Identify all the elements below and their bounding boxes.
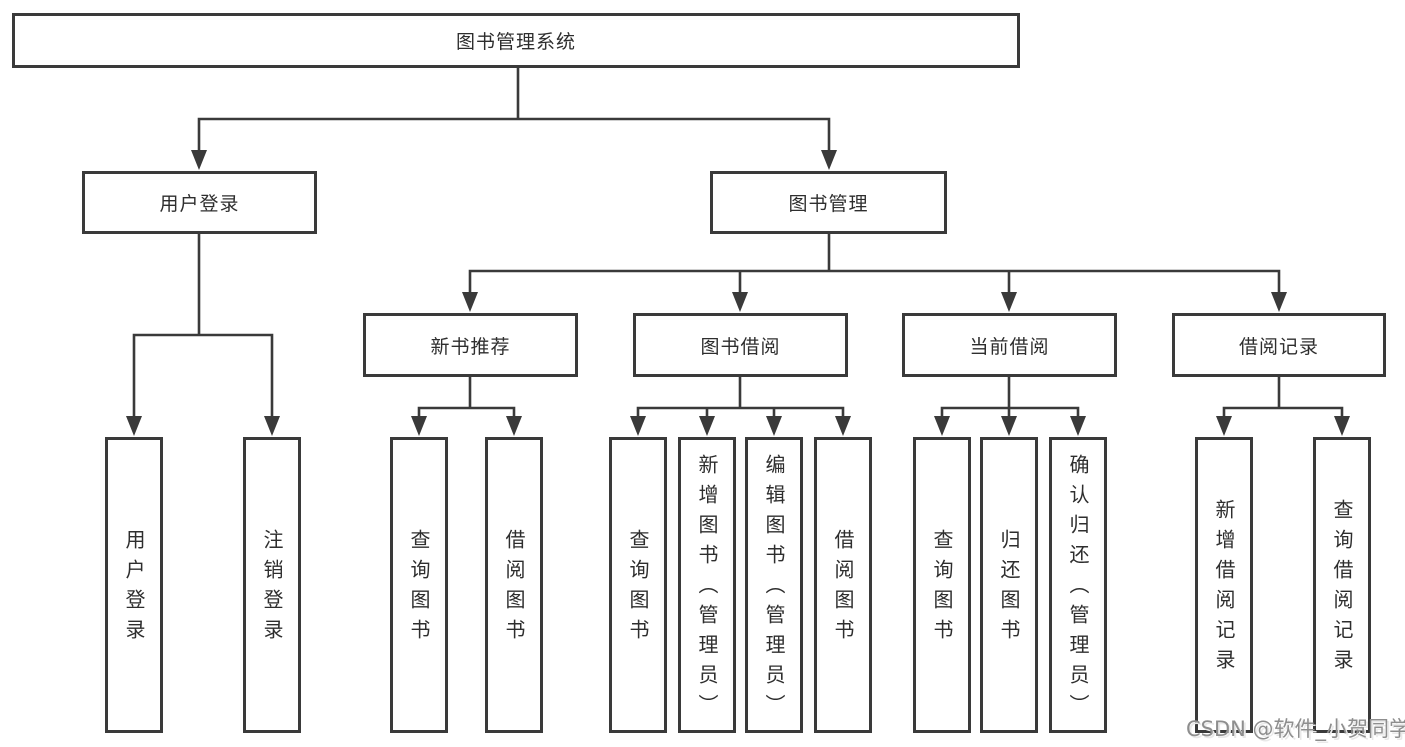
leaf-bb-borrow-books: 借阅图书 <box>814 437 872 733</box>
leaf-logout: 注销登录 <box>243 437 301 733</box>
leaf-br-add-record: 新增借阅记录 <box>1195 437 1253 733</box>
node-borrow-records: 借阅记录 <box>1172 313 1386 377</box>
leaf-bb-edit-books-admin-label: 编辑图书（管理员） <box>762 454 786 724</box>
node-current-borrow: 当前借阅 <box>902 313 1117 377</box>
connector-current-borrow-children <box>934 377 1086 436</box>
node-book-management-label: 图书管理 <box>788 193 869 215</box>
leaf-rec-query-books: 查询图书 <box>390 437 448 733</box>
leaf-br-query-record-label: 查询借阅记录 <box>1330 499 1354 679</box>
connector-book-mgmt-to-level3 <box>462 233 1287 312</box>
leaf-rec-query-books-label: 查询图书 <box>407 529 431 649</box>
leaf-cb-confirm-return-admin: 确认归还（管理员） <box>1049 437 1107 733</box>
csdn-watermark: CSDN @软件_小贺同学 <box>1186 713 1405 743</box>
connector-book-borrow-children <box>630 377 851 436</box>
leaf-cb-query-books: 查询图书 <box>913 437 971 733</box>
connector-borrow-records-children <box>1216 377 1350 436</box>
leaf-rec-borrow-books-label: 借阅图书 <box>502 529 526 649</box>
leaf-bb-add-books-admin: 新增图书（管理员） <box>678 437 736 733</box>
node-library-system-label: 图书管理系统 <box>455 31 576 53</box>
node-library-system: 图书管理系统 <box>12 13 1020 68</box>
connector-root-to-level2 <box>191 68 837 170</box>
leaf-bb-query-books-label: 查询图书 <box>626 529 650 649</box>
leaf-cb-query-books-label: 查询图书 <box>930 529 954 649</box>
node-new-book-recommend-label: 新书推荐 <box>430 335 511 358</box>
connector-user-login-children <box>126 233 280 436</box>
connector-new-book-children <box>411 377 522 436</box>
leaf-bb-borrow-books-label: 借阅图书 <box>831 529 855 649</box>
leaf-cb-confirm-return-admin-label: 确认归还（管理员） <box>1066 454 1090 724</box>
leaf-bb-add-books-admin-label: 新增图书（管理员） <box>695 454 719 724</box>
node-borrow-records-label: 借阅记录 <box>1238 335 1319 358</box>
csdn-watermark-text: CSDN @软件_小贺同学 <box>1186 717 1405 741</box>
node-book-management: 图书管理 <box>710 171 947 234</box>
leaf-rec-borrow-books: 借阅图书 <box>485 437 543 733</box>
leaf-br-query-record: 查询借阅记录 <box>1313 437 1371 733</box>
node-new-book-recommend: 新书推荐 <box>363 313 578 377</box>
leaf-br-add-record-label: 新增借阅记录 <box>1212 499 1236 679</box>
leaf-cb-return-books-label: 归还图书 <box>997 529 1021 649</box>
leaf-user-login-label: 用户登录 <box>122 529 146 649</box>
leaf-user-login: 用户登录 <box>105 437 163 733</box>
node-book-borrow: 图书借阅 <box>633 313 848 377</box>
node-user-login: 用户登录 <box>82 171 317 234</box>
leaf-bb-query-books: 查询图书 <box>609 437 667 733</box>
node-current-borrow-label: 当前借阅 <box>969 335 1050 358</box>
node-book-borrow-label: 图书借阅 <box>700 335 781 358</box>
leaf-logout-label: 注销登录 <box>260 529 284 649</box>
node-user-login-label: 用户登录 <box>159 193 240 215</box>
leaf-bb-edit-books-admin: 编辑图书（管理员） <box>745 437 803 733</box>
leaf-cb-return-books: 归还图书 <box>980 437 1038 733</box>
